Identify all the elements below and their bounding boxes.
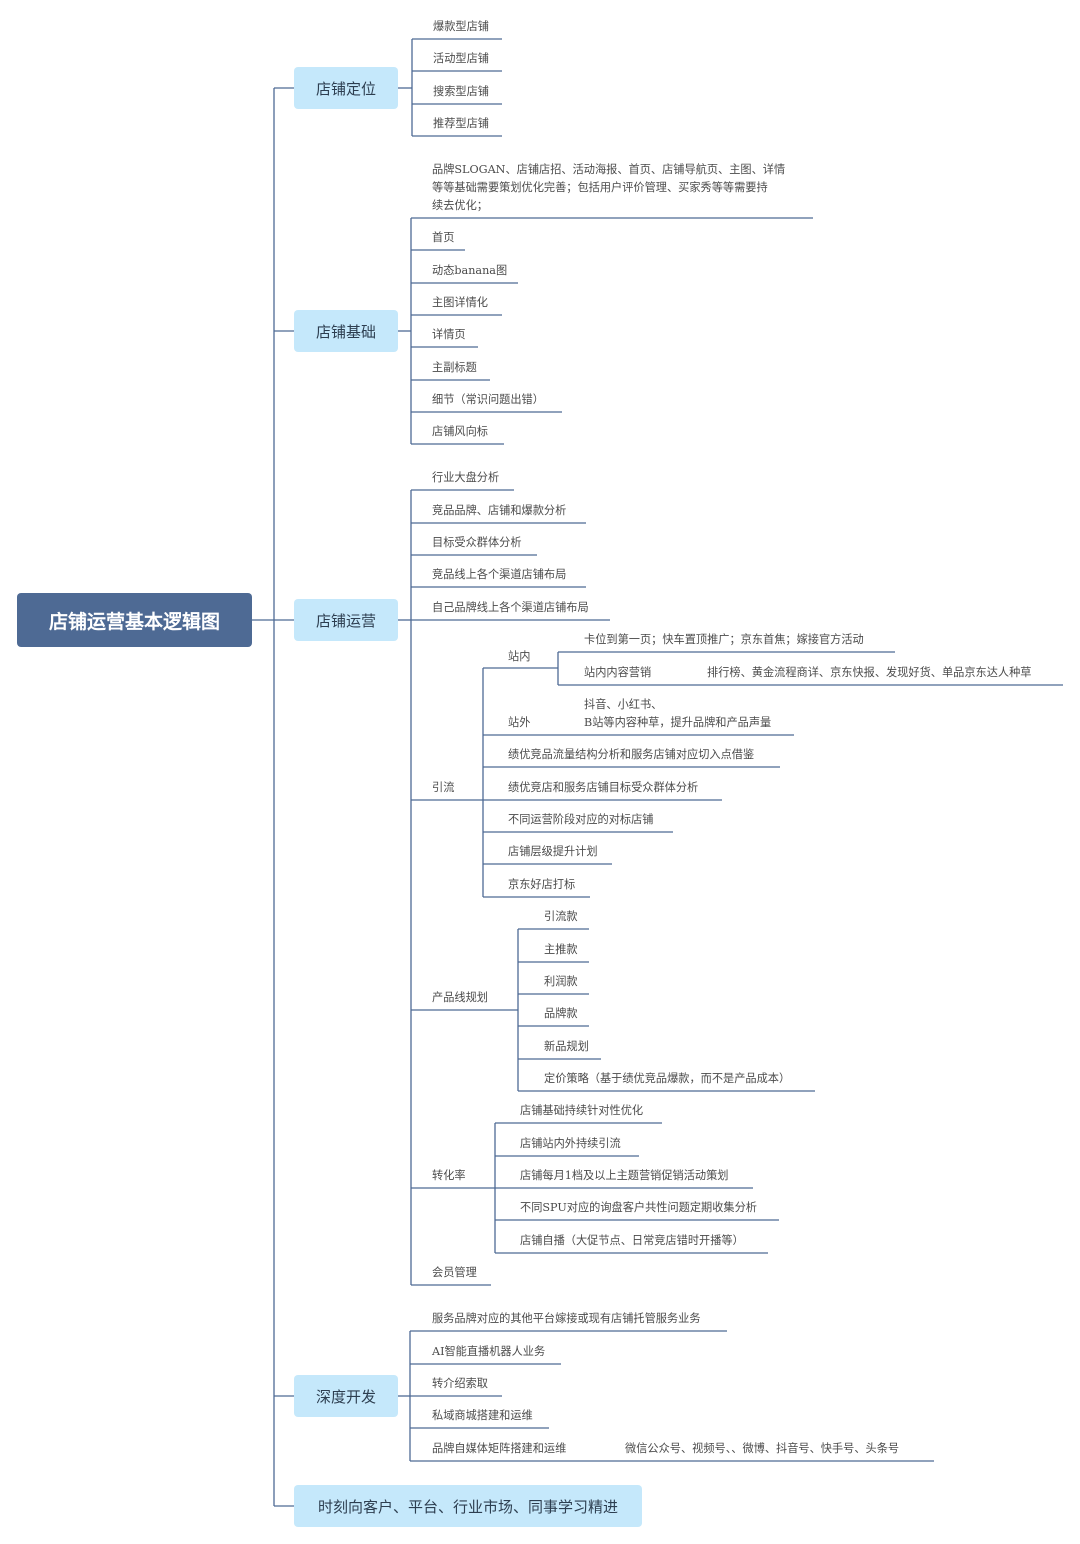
conversion-item: 店铺基础持续针对性优化 — [520, 1104, 644, 1117]
branch-foundation: 店铺基础 — [294, 310, 398, 352]
branch-operation: 店铺运营 — [294, 599, 398, 641]
branch-deep-dev: 深度开发 — [294, 1375, 398, 1417]
product-line-item: 品牌款 — [544, 1007, 578, 1020]
operation-item: 竞品品牌、店铺和爆款分析 — [432, 504, 567, 517]
deep-dev-item: 私域商城搭建和运维 — [432, 1409, 533, 1422]
root-node: 店铺运营基本逻辑图 — [17, 593, 252, 647]
conversion-item: 店铺每月1档及以上主题营销促销活动策划 — [520, 1169, 729, 1182]
conversion-item: 不同SPU对应的询盘客户共性问题定期收集分析 — [520, 1201, 757, 1214]
onsite-item: 站内内容营销 — [584, 666, 652, 679]
deep-dev-item: 服务品牌对应的其他平台嫁接或现有店铺托管服务业务 — [432, 1312, 701, 1325]
product-line-item: 引流款 — [544, 910, 578, 923]
traffic-item: 店铺层级提升计划 — [508, 845, 598, 858]
deep-dev-media-detail: 微信公众号、视频号、、微博、抖音号、快手号、头条号 — [625, 1442, 900, 1455]
foundation-note-line: 续去优化； — [432, 199, 488, 212]
conversion-item: 店铺自播（大促节点、日常竞店错时开播等） — [520, 1234, 744, 1247]
foundation-note-line: 等等基础需要策划优化完善；包括用户评价管理、买家秀等等需要持 — [432, 181, 768, 194]
conversion-item: 店铺站内外持续引流 — [520, 1137, 621, 1150]
conversion-label: 转化率 — [432, 1169, 466, 1182]
deep-dev-item: 品牌自媒体矩阵搭建和运维 — [432, 1442, 567, 1455]
foundation-note-line: 品牌SLOGAN、店铺店招、活动海报、首页、店铺导航页、主图、详情 — [432, 163, 786, 176]
traffic-item: 不同运营阶段对应的对标店铺 — [508, 813, 654, 826]
product-line-item: 主推款 — [544, 943, 578, 956]
product-line-label: 产品线规划 — [432, 991, 488, 1004]
branch-learning: 时刻向客户、平台、行业市场、同事学习精进 — [294, 1485, 642, 1527]
branch-positioning: 店铺定位 — [294, 67, 398, 109]
onsite-label: 站内 — [508, 650, 531, 663]
positioning-item: 推荐型店铺 — [433, 117, 489, 130]
foundation-item: 细节（常识问题出错） — [432, 393, 544, 406]
traffic-label: 引流 — [432, 781, 455, 794]
deep-dev-item: 转介绍索取 — [432, 1377, 488, 1390]
offsite-label: 站外 — [508, 716, 531, 729]
foundation-item: 首页 — [432, 231, 455, 244]
offsite-line: B站等内容种草，提升品牌和产品声量 — [584, 716, 772, 729]
foundation-item: 详情页 — [432, 328, 466, 341]
product-line-item: 定价策略（基于绩优竞品爆款，而不是产品成本） — [544, 1072, 791, 1085]
operation-item: 自己品牌线上各个渠道店铺布局 — [432, 601, 589, 614]
product-line-item: 新品规划 — [544, 1040, 589, 1053]
positioning-item: 搜索型店铺 — [433, 85, 489, 98]
onsite-item: 卡位到第一页；快车置顶推广；京东首焦；嫁接官方活动 — [584, 633, 864, 646]
positioning-item: 爆款型店铺 — [433, 20, 489, 33]
operation-item: 目标受众群体分析 — [432, 536, 522, 549]
foundation-item: 主图详情化 — [432, 296, 488, 309]
offsite-line: 抖音、小红书、 — [584, 698, 663, 711]
positioning-item: 活动型店铺 — [433, 52, 489, 65]
foundation-item: 主副标题 — [432, 361, 477, 374]
traffic-item: 绩优竞品流量结构分析和服务店铺对应切入点借鉴 — [508, 748, 755, 761]
onsite-item-detail: 排行榜、黄金流程商详、京东快报、发现好货、单品京东达人种草 — [707, 666, 1032, 679]
foundation-item: 动态banana图 — [432, 264, 508, 277]
membership-item: 会员管理 — [432, 1266, 477, 1279]
traffic-item: 京东好店打标 — [508, 878, 576, 891]
traffic-item: 绩优竞店和服务店铺目标受众群体分析 — [508, 781, 699, 794]
product-line-item: 利润款 — [544, 975, 578, 988]
operation-item: 竞品线上各个渠道店铺布局 — [432, 568, 567, 581]
deep-dev-item: AI智能直播机器人业务 — [432, 1345, 546, 1358]
operation-item: 行业大盘分析 — [432, 471, 500, 484]
foundation-item: 店铺风向标 — [432, 425, 488, 438]
